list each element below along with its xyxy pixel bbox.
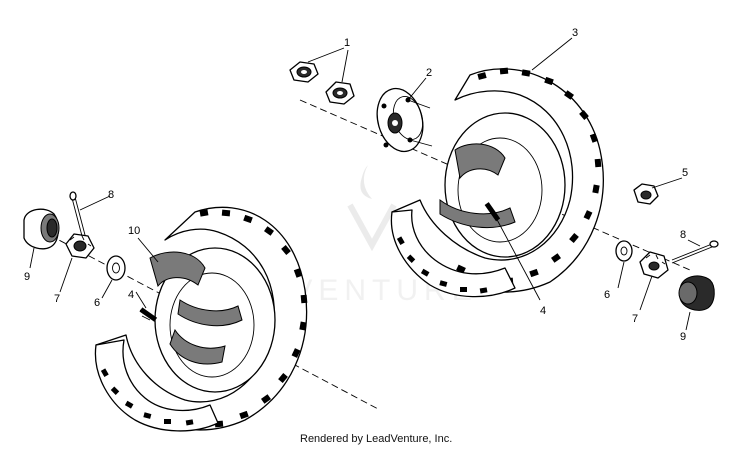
- callout-9-left: 9: [24, 271, 30, 283]
- callout-labels: 1 2 3 4 5 6 7 8 9 8 9 7 6 10 4: [24, 27, 688, 343]
- left-rim-band: [177, 299, 243, 327]
- right-rim-inner: [457, 137, 543, 243]
- castle-nut-right: [639, 251, 669, 279]
- render-credit: Rendered by LeadVenture, Inc.: [300, 433, 452, 445]
- left-wheel-assembly: [94, 206, 308, 432]
- left-rim-inner: [169, 272, 255, 378]
- right-tire-front-lugs: [396, 236, 488, 294]
- callout-2: 2: [426, 67, 432, 79]
- callout-8-right: 8: [680, 229, 686, 241]
- callout-8-left: 8: [108, 189, 114, 201]
- callout-5: 5: [682, 167, 688, 179]
- callout-4-left: 4: [128, 289, 134, 301]
- right-wheel-assembly: [390, 67, 604, 298]
- axle-nut-item5: [633, 183, 659, 205]
- callout-6-left: 6: [94, 297, 100, 309]
- callout-leaders: [29, 37, 701, 331]
- right-rim-shade: [454, 143, 506, 180]
- callout-9-right: 9: [680, 331, 686, 343]
- left-tire-front-wall: [94, 339, 219, 432]
- callout-4-right: 4: [540, 305, 546, 317]
- callout-1: 1: [344, 37, 350, 49]
- castle-nut-left: [65, 233, 95, 259]
- washer-left: [106, 255, 126, 281]
- callout-10: 10: [128, 225, 140, 237]
- callout-7-left: 7: [54, 293, 60, 305]
- cotter-pin-right: [671, 240, 719, 264]
- lug-nut-upper: [289, 61, 319, 83]
- left-tire-front-lugs: [100, 368, 194, 426]
- callout-6-right: 6: [604, 289, 610, 301]
- washer-right: [615, 240, 633, 262]
- left-valve-stem: [139, 307, 158, 322]
- lug-nut-lower: [325, 81, 355, 105]
- right-tire-front-wall: [390, 209, 516, 298]
- right-valve-stem: [484, 202, 501, 222]
- callout-7-right: 7: [632, 313, 638, 325]
- left-rim-shade: [149, 251, 206, 288]
- hub: [376, 87, 433, 153]
- hub-cap-right: [678, 275, 715, 311]
- cotter-pin-left: [69, 191, 86, 237]
- left-rim-lower-shade: [169, 328, 226, 365]
- callout-3: 3: [572, 27, 578, 39]
- hub-cap-left: [23, 208, 60, 250]
